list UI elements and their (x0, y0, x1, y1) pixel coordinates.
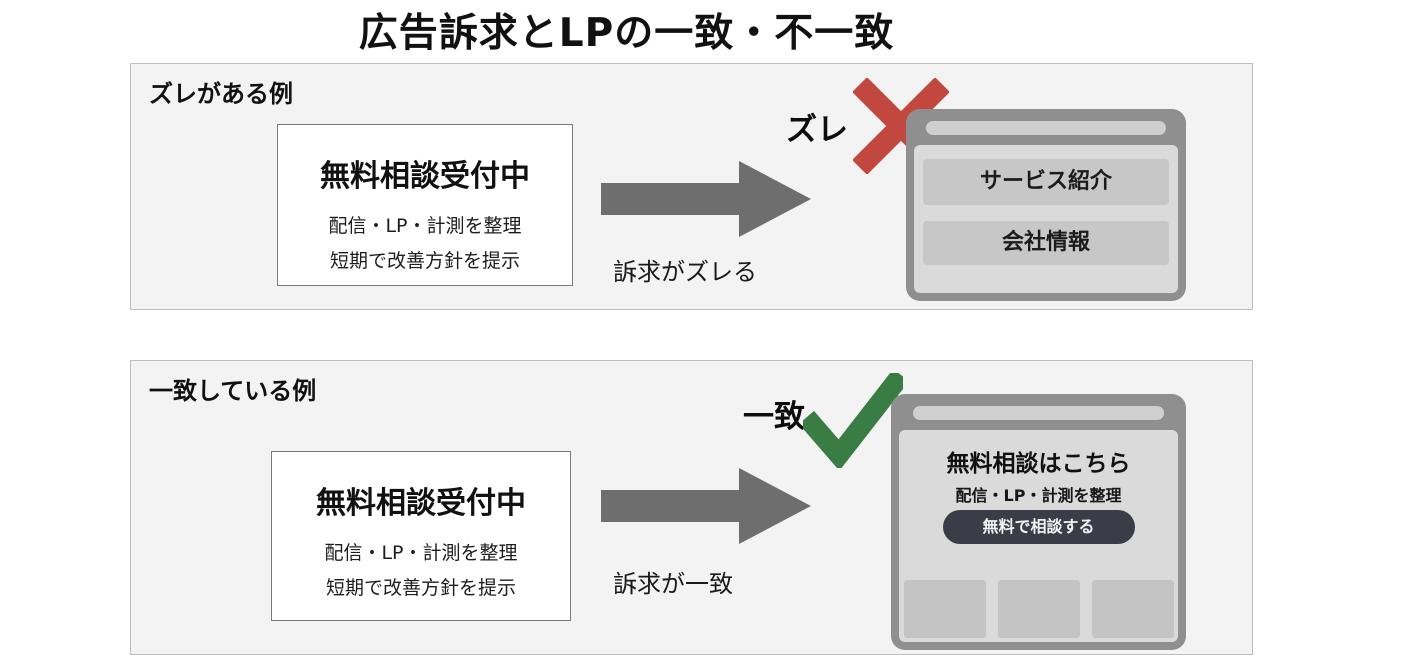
mismatch-panel-label: ズレがある例 (149, 80, 293, 108)
lp-headline: 無料相談はこちら (946, 451, 1131, 477)
lp-cta-button: 無料で相談する (942, 510, 1135, 544)
page-title: 広告訴求とLPの一致・不一致 (358, 11, 895, 56)
browser-body: 無料相談はこちら 配信・LP・計測を整理 無料で相談する (899, 430, 1178, 642)
mismatch-lp-browser: サービス紹介 会社情報 (906, 109, 1186, 301)
lp-tile (903, 580, 986, 638)
ad-line-2: 短期で改善方針を提示 (329, 250, 520, 272)
match-arrow-caption: 訴求が一致 (613, 570, 733, 598)
match-ad-box: 無料相談受付中 配信・LP・計測を整理 短期で改善方針を提示 (271, 451, 571, 621)
lp-section-service: サービス紹介 (923, 159, 1169, 205)
browser-body: サービス紹介 会社情報 (914, 145, 1178, 293)
match-panel-label: 一致している例 (149, 377, 317, 405)
arrow-right-icon (601, 466, 811, 546)
match-panel: 一致している例 無料相談受付中 配信・LP・計測を整理 短期で改善方針を提示 訴… (130, 360, 1253, 655)
lp-tile-row (903, 580, 1174, 638)
ad-line-1: 配信・LP・計測を整理 (328, 215, 522, 237)
mismatch-arrow-caption: 訴求がズレる (613, 258, 757, 286)
url-bar (926, 121, 1166, 135)
match-lp-browser: 無料相談はこちら 配信・LP・計測を整理 無料で相談する (891, 394, 1186, 650)
mismatch-panel: ズレがある例 無料相談受付中 配信・LP・計測を整理 短期で改善方針を提示 訴求… (130, 63, 1253, 310)
lp-subline: 配信・LP・計測を整理 (955, 486, 1122, 505)
lp-tile (997, 580, 1080, 638)
mismatch-ad-box: 無料相談受付中 配信・LP・計測を整理 短期で改善方針を提示 (277, 124, 573, 286)
url-bar (913, 406, 1164, 420)
arrow-right-icon (601, 159, 811, 239)
ad-line-1: 配信・LP・計測を整理 (324, 542, 518, 564)
mismatch-result-label: ズレ (786, 112, 848, 148)
check-icon (798, 368, 910, 472)
ad-headline: 無料相談受付中 (320, 159, 530, 194)
lp-section-company: 会社情報 (923, 221, 1169, 265)
ad-line-2: 短期で改善方針を提示 (325, 577, 516, 599)
lp-tile (1091, 580, 1174, 638)
match-result-label: 一致 (743, 399, 805, 435)
ad-headline: 無料相談受付中 (316, 486, 526, 521)
